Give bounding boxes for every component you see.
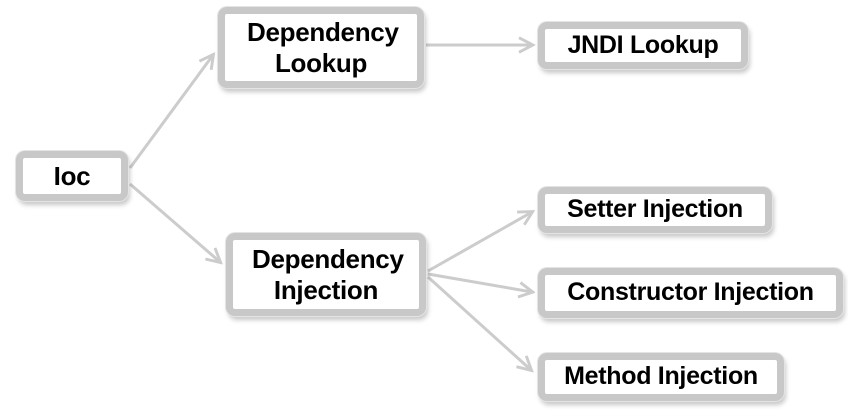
node-dependency-injection: Dependency Injection [226,233,426,316]
edge-dependency-injection-to-setter-injection [427,212,532,273]
node-jndi-lookup-label: JNDI Lookup [567,30,719,59]
edge-dependency-injection-to-method-injection [426,275,531,370]
node-dependency-lookup: Dependency Lookup [218,7,424,88]
node-setter-injection-label: Setter Injection [567,195,743,224]
node-method-injection: Method Injection [538,353,784,401]
node-jndi-lookup: JNDI Lookup [538,22,748,69]
node-constructor-injection-label: Constructor Injection [567,278,814,307]
node-dependency-injection-label: Dependency Injection [252,243,404,305]
node-method-injection-label: Method Injection [564,362,758,391]
node-ioc-label: Ioc [53,160,91,191]
edge-ioc-to-dependency-injection [129,182,220,262]
node-setter-injection: Setter Injection [538,187,772,233]
node-dependency-lookup-label: Dependency Lookup [247,16,399,78]
node-constructor-injection: Constructor Injection [538,268,843,318]
edge-dependency-injection-to-constructor-injection [427,272,532,292]
node-ioc: Ioc [16,151,128,201]
edge-ioc-to-dependency-lookup [128,55,213,169]
